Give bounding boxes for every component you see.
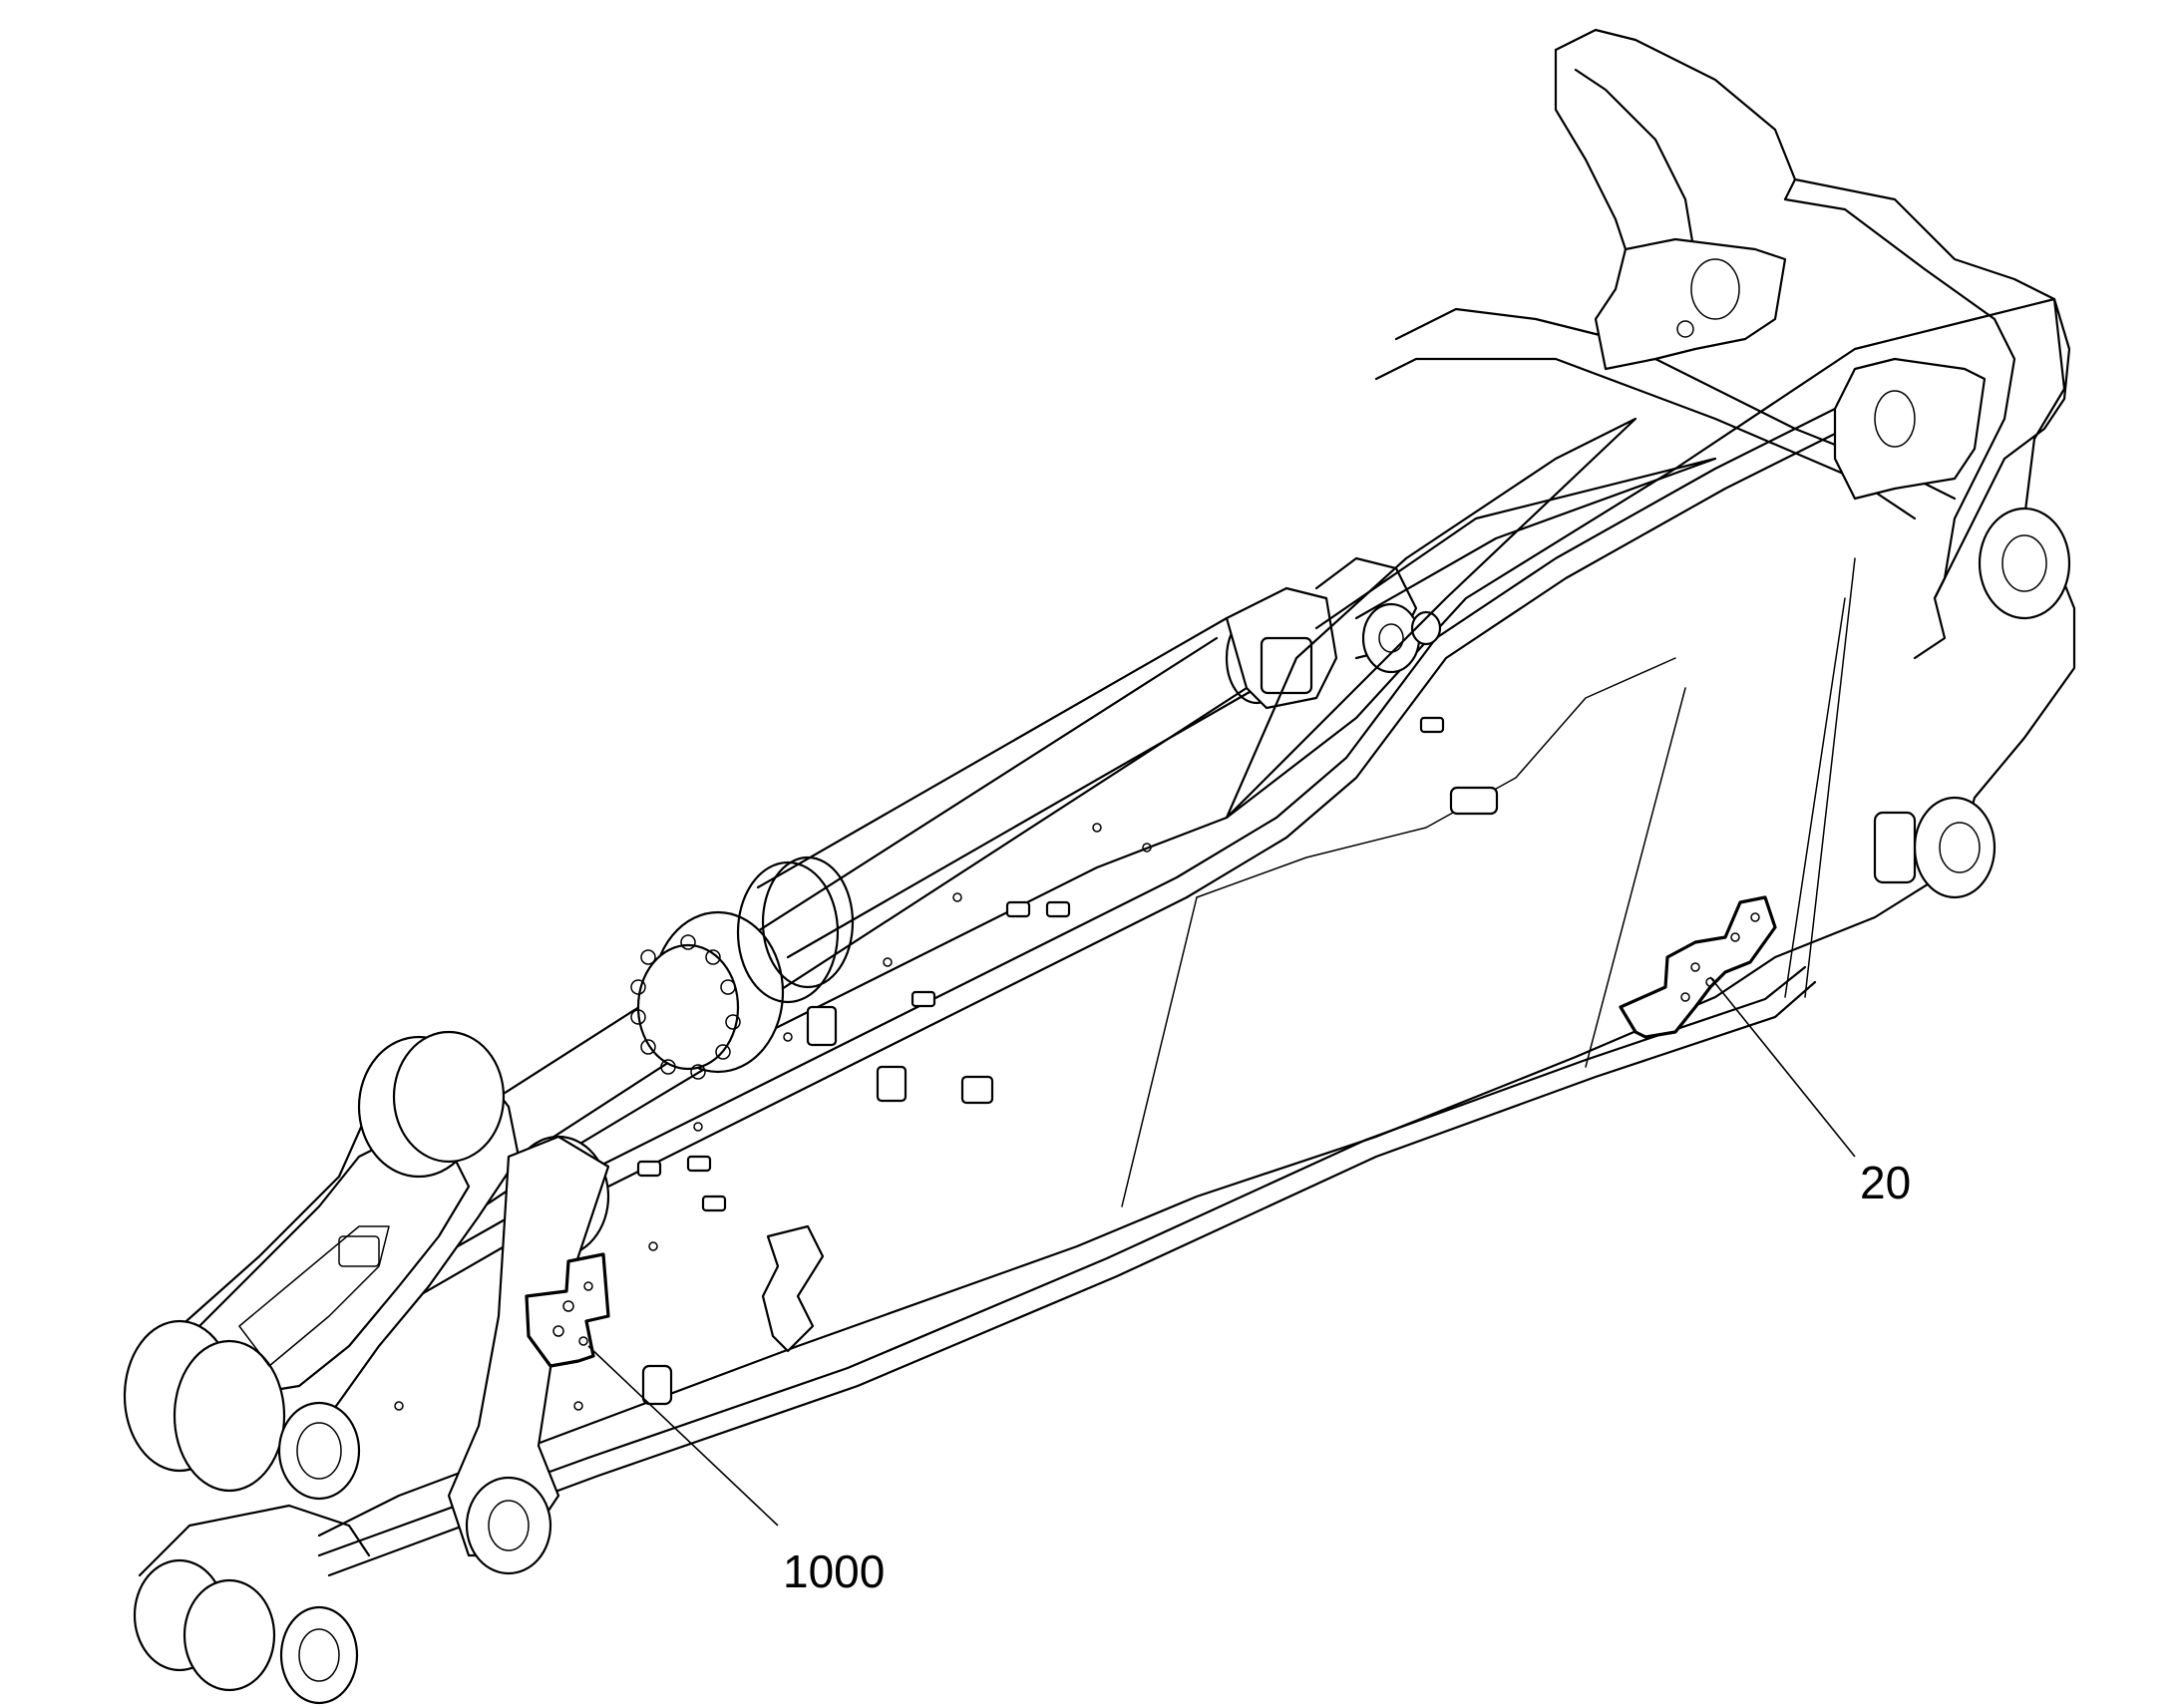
hydraulic-cylinder <box>497 556 1442 1149</box>
side-plates <box>1225 417 1717 820</box>
plate-item-20 <box>1619 895 1777 1039</box>
boom-nose <box>123 1030 610 1705</box>
flange-bolts <box>630 934 741 1080</box>
plate-item-1000 <box>525 1252 610 1368</box>
callout-20: 20 <box>1860 1157 1911 1208</box>
boom-body <box>168 297 2076 1577</box>
leader-line-1000 <box>587 1345 779 1527</box>
mounting-lugs <box>394 716 1499 1411</box>
callout-1000: 1000 <box>783 1545 885 1597</box>
boom-foot <box>1374 28 2071 899</box>
leader-line-20 <box>1709 976 1856 1158</box>
